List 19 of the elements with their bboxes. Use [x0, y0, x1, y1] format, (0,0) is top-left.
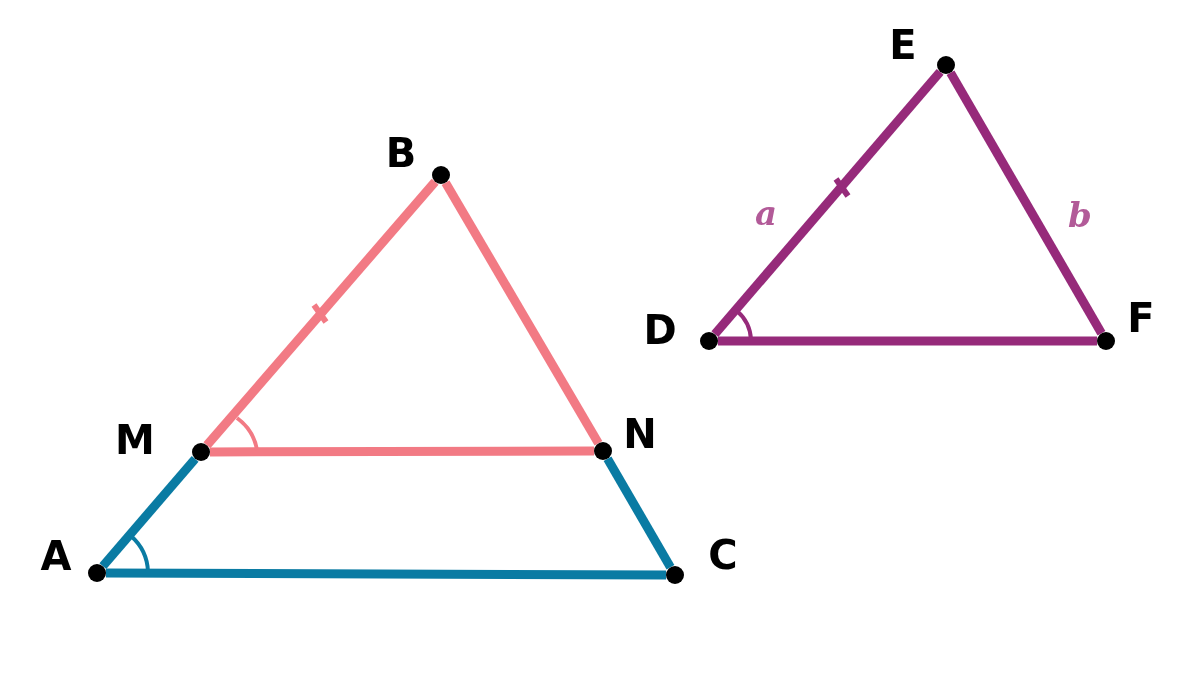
point-label: E [889, 25, 917, 65]
point-label: M [115, 420, 155, 460]
point-label: N [623, 414, 657, 454]
triangle-side [106, 568, 666, 580]
triangle-side [210, 446, 594, 457]
triangle-side [711, 68, 944, 338]
edge-label: a [755, 196, 777, 230]
triangle-side [203, 178, 439, 449]
point-label: B [385, 133, 417, 173]
triangle-side [99, 455, 199, 570]
point-label: F [1127, 298, 1155, 338]
triangle-side [946, 70, 1106, 336]
triangle-side [718, 336, 1097, 346]
point-label: C [708, 535, 738, 575]
point-label: A [40, 536, 72, 576]
point-label: D [643, 310, 677, 350]
triangle-side [441, 180, 603, 446]
triangle-side [603, 456, 675, 570]
edge-label: b [1068, 198, 1092, 232]
